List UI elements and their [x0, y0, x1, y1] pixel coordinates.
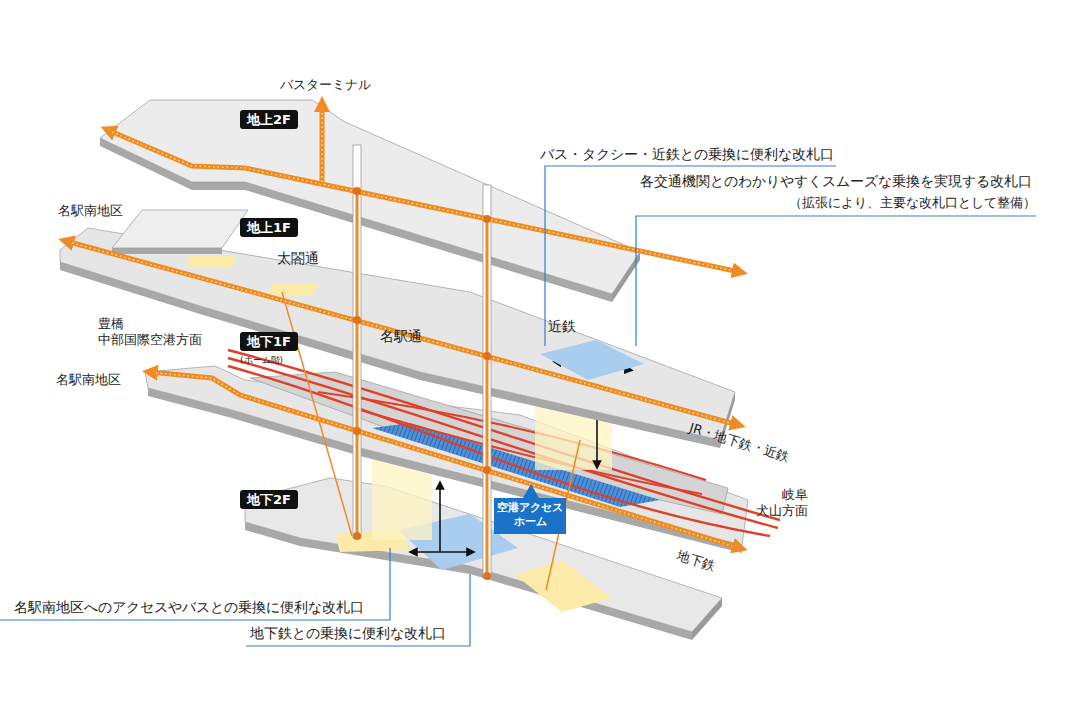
vertical-route: [486, 219, 489, 576]
walking-route: [150, 372, 740, 548]
gate-area-yellow: [186, 256, 236, 268]
place-label: 地下鉄: [675, 548, 717, 575]
callout-leader: [636, 216, 1036, 346]
vertical-route: [356, 191, 359, 536]
gate-area-yellow: [515, 560, 612, 612]
node-text: 地下2F: [240, 490, 298, 509]
gate-area-yellow: [268, 284, 318, 296]
callout-text: （拡張により、主要な改札口として整備）: [760, 195, 1036, 211]
slab-1f-block: [112, 210, 248, 248]
walking-route-dots: [72, 243, 730, 423]
junction-dot: [353, 316, 361, 324]
node-text: 空港アクセス ホーム: [496, 501, 564, 529]
node-text: 地上2F: [240, 110, 298, 129]
junction-dot: [353, 187, 361, 195]
vertical-shaft: [483, 185, 491, 578]
node-subtext: (ホーム階): [240, 351, 310, 370]
vertical-shaft: [353, 145, 361, 538]
floor-label: 地下1F(ホーム階): [240, 332, 298, 351]
place-label: 岐阜 犬山方面: [742, 487, 808, 520]
transfer-arrow: [412, 551, 472, 553]
junction-dot: [483, 215, 491, 223]
slab-side: [112, 248, 222, 254]
slab-side: [692, 598, 722, 640]
platform-box: 空港アクセス ホーム: [494, 498, 566, 534]
walking-route-dots: [321, 112, 323, 182]
place-label: 名駅通: [380, 328, 422, 346]
walking-route: [320, 104, 325, 184]
callout-text: 名駅南地区へのアクセスやバスとの乗換に便利な改札口: [14, 599, 364, 617]
floor-label: 地下2F: [240, 490, 298, 509]
junction-dot: [483, 466, 491, 474]
slab-2f: [100, 100, 640, 294]
walking-route: [66, 241, 738, 425]
callout-leader: [545, 166, 836, 346]
place-label: 名駅南地区: [56, 372, 121, 388]
junction-dot: [483, 352, 491, 360]
junction-dot: [353, 427, 361, 435]
gate-area-fill: [540, 340, 644, 380]
gate-area: 近鉄: [536, 318, 646, 382]
place-label: 太閤通: [277, 250, 319, 268]
junction-dot: [353, 532, 361, 540]
floor-label: 地上1F: [240, 218, 298, 237]
place-label: 豊橋 中部国際空港方面: [98, 316, 210, 349]
callout-text: 地下鉄との乗換に便利な改札口: [250, 625, 446, 643]
callout-text: バス・タクシー・近鉄との乗換に便利な改札口: [540, 146, 834, 164]
walking-route-dots: [156, 373, 732, 546]
place-label: 名駅南地区: [58, 203, 123, 219]
callout-leader: [0, 548, 390, 620]
callout-text: 各交通機関とのわかりやすくスムーズな乗換を実現する改札口: [640, 173, 1032, 191]
platform-pointer: [523, 484, 539, 498]
node-text: 地上1F: [240, 218, 298, 237]
node-text: 近鉄: [548, 318, 576, 336]
floor-label: 地上2F: [240, 110, 298, 129]
place-label: バスターミナル: [280, 77, 371, 93]
node-text: 地下1F: [240, 332, 298, 351]
transfer-arrow: [439, 484, 441, 552]
junction-dot: [483, 572, 491, 580]
